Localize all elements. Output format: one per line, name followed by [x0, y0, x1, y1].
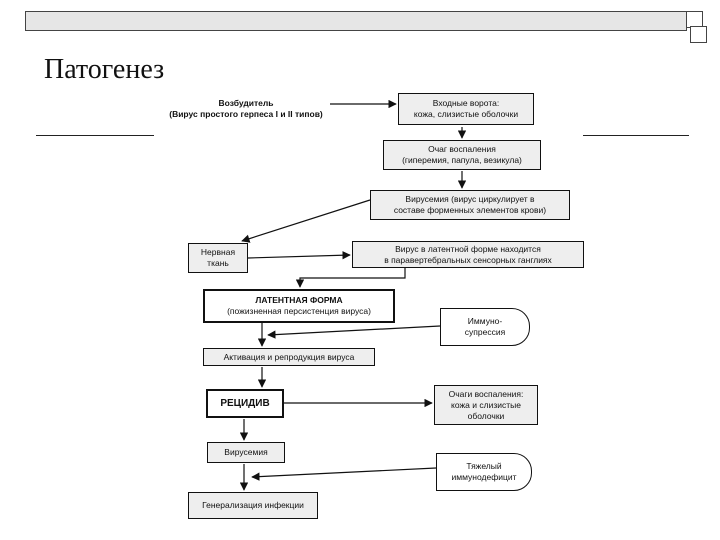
- inflammation-focus-line2: (гиперемия, папула, везикула): [402, 155, 522, 165]
- viremia-box: Вирусемия: [207, 442, 285, 463]
- relapse-foci-line2: кожа и слизистые: [451, 399, 521, 410]
- severe-immunodeficiency-line1: Тяжелый: [466, 461, 502, 471]
- nerve-tissue-line1: Нервная: [200, 247, 236, 257]
- inflammation-focus-box: Очаг воспаления (гиперемия, папула, вези…: [383, 140, 541, 170]
- entry-gate-box: Входные ворота: кожа, слизистые оболочки: [398, 93, 534, 125]
- severe-immunodeficiency-box: Тяжелый иммунодефицит: [436, 453, 532, 491]
- latent-form-line2: (пожизненная персистенция вируса): [227, 306, 371, 316]
- arrow-viremia-to-nerve: [241, 199, 371, 243]
- relapse-foci-box: Очаги воспаления: кожа и слизистые оболо…: [434, 385, 538, 425]
- latent-form-box: ЛАТЕНТНАЯ ФОРМА (пожизненная персистенци…: [203, 289, 395, 323]
- right-divider-line: [583, 135, 689, 136]
- inflammation-focus-line1: Очаг воспаления: [428, 144, 496, 154]
- pathogen-line2: (Вирус простого герпеса I и II типов): [169, 109, 323, 119]
- left-divider-line: [36, 135, 154, 136]
- relapse-line1: РЕЦИДИВ: [220, 398, 270, 409]
- viremia-line1: Вирусемия: [224, 447, 268, 457]
- header-square-decoration: [690, 26, 707, 43]
- activation-box: Активация и репродукция вируса: [203, 348, 375, 366]
- severe-immunodeficiency-line2: иммунодефицит: [451, 472, 517, 482]
- nerve-tissue-box: Нервная ткань: [188, 243, 248, 273]
- arrow-immunodeficiency: [251, 467, 437, 481]
- relapse-box: РЕЦИДИВ: [206, 389, 284, 418]
- immunosuppression-line1: Иммуно-: [467, 316, 503, 326]
- activation-line1: Активация и репродукция вируса: [223, 351, 355, 362]
- viremia-circulation-box: Вирусемия (вирус циркулирует в составе ф…: [370, 190, 570, 220]
- arrow-immunosuppression: [267, 325, 441, 339]
- arrow-latent-virus-to-latent-form: [295, 268, 406, 288]
- viremia-circulation-line2: составе форменных элементов крови): [393, 205, 547, 215]
- generalization-box: Генерализация инфекции: [188, 492, 318, 519]
- pathogen-line1: Возбудитель: [218, 98, 274, 108]
- arrow-nerve-to-latent-virus: [247, 251, 351, 260]
- pathogen-label: Возбудитель (Вирус простого герпеса I и …: [150, 98, 342, 120]
- entry-gate-line2: кожа, слизистые оболочки: [413, 109, 519, 119]
- immunosuppression-line2: супрессия: [464, 327, 506, 337]
- immunosuppression-box: Иммуно- супрессия: [440, 308, 530, 346]
- nerve-tissue-line2: ткань: [207, 258, 229, 268]
- relapse-foci-line1: Очаги воспаления:: [448, 388, 524, 399]
- viremia-circulation-line1: Вирусемия (вирус циркулирует в: [405, 194, 535, 204]
- slide-title: Патогенез: [44, 54, 165, 85]
- relapse-foci-line3: оболочки: [467, 410, 505, 421]
- latent-virus-line2: в паравертебральных сенсорных ганглиях: [384, 254, 552, 265]
- entry-gate-line1: Входные ворота:: [432, 98, 500, 108]
- generalization-line1: Генерализация инфекции: [202, 500, 304, 510]
- latent-virus-box: Вирус в латентной форме находится в пара…: [352, 241, 584, 268]
- latent-form-line1: ЛАТЕНТНАЯ ФОРМА: [255, 295, 343, 305]
- latent-virus-line1: Вирус в латентной форме находится: [395, 243, 541, 254]
